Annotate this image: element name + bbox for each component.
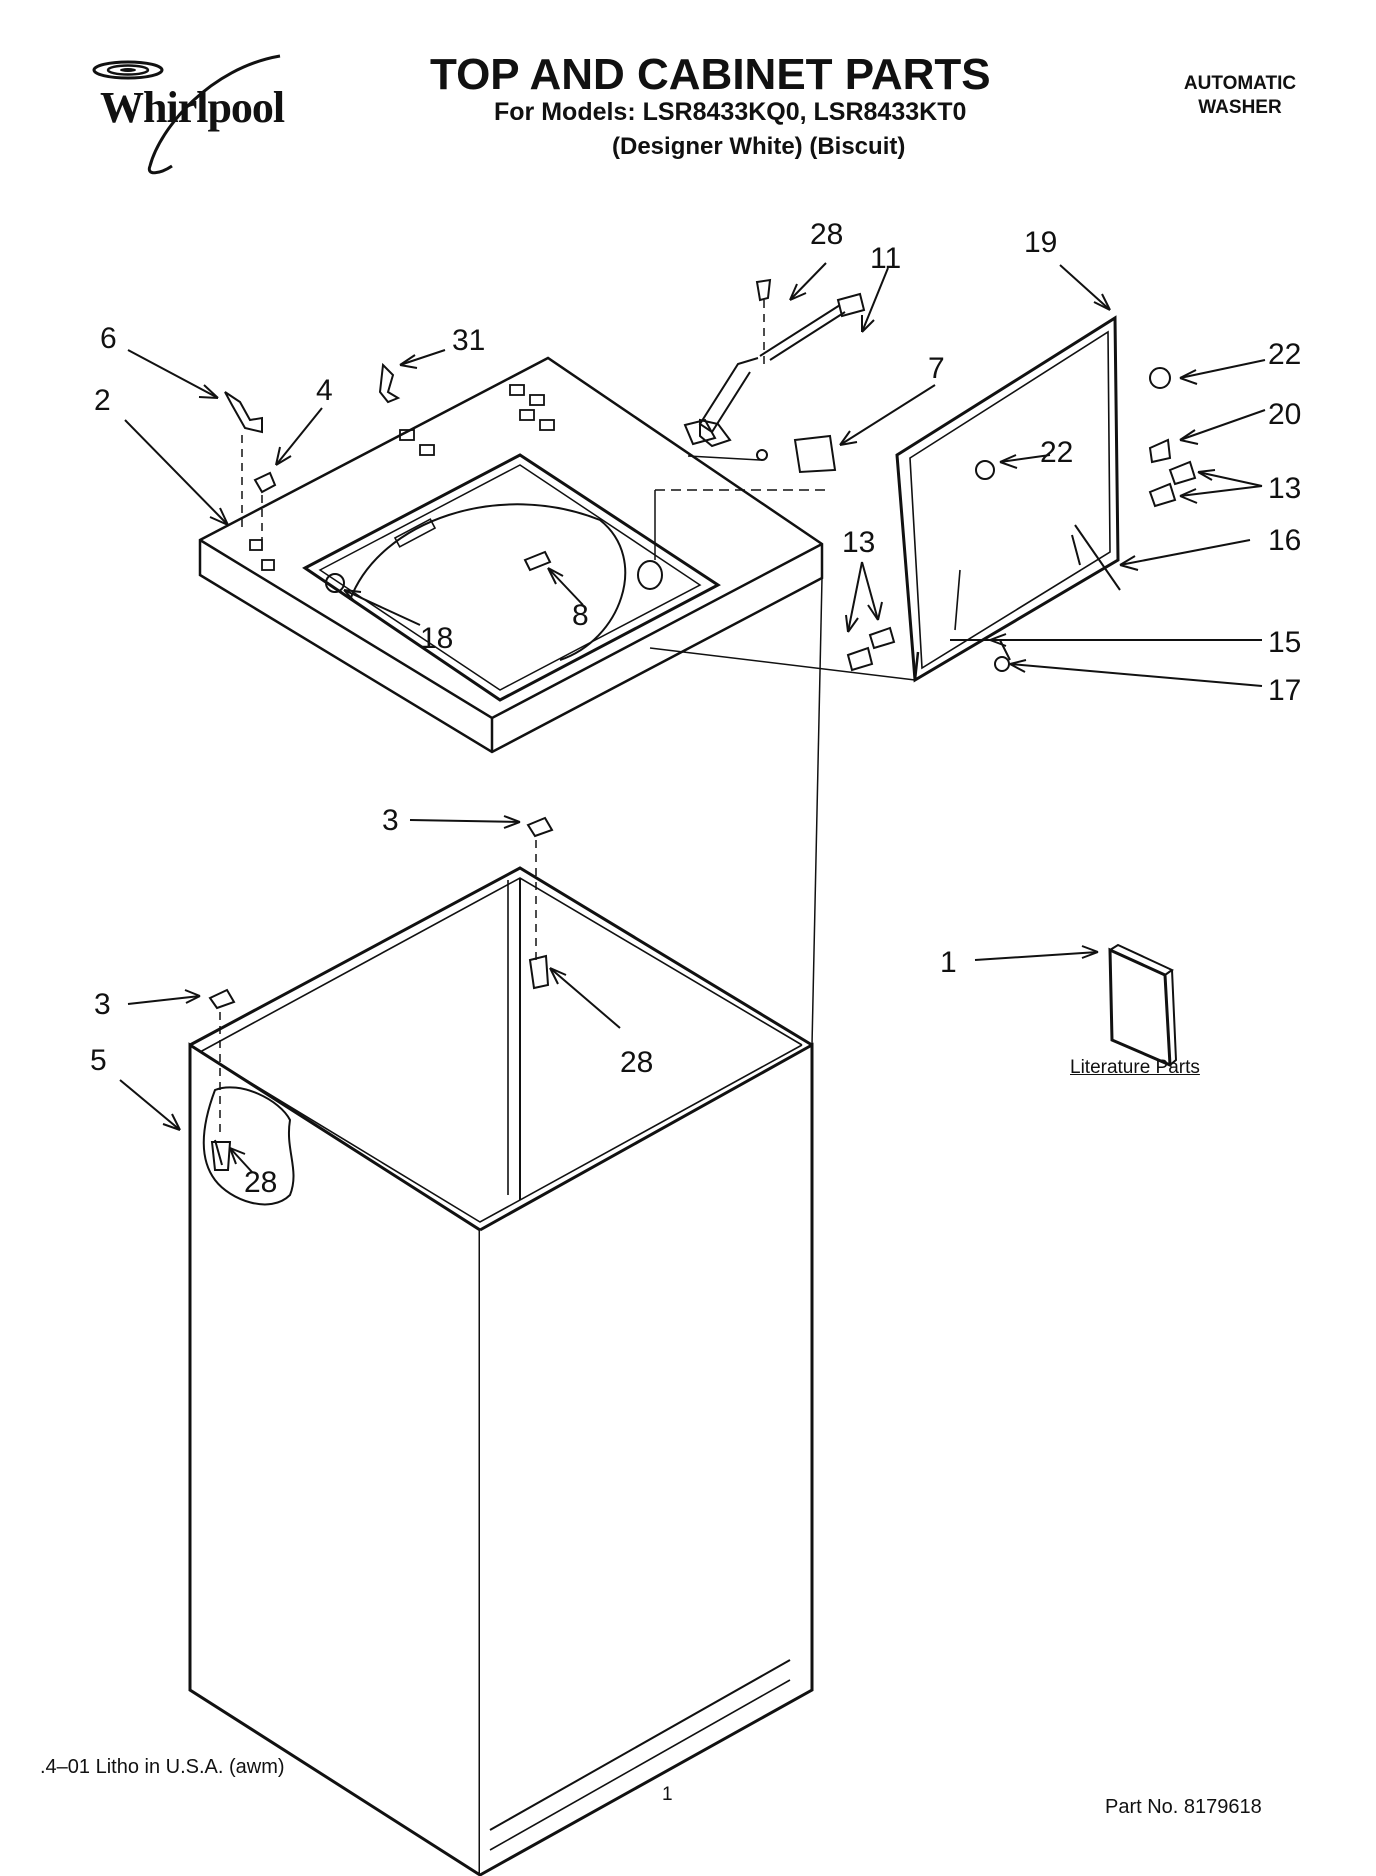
callout-6: 6 (100, 322, 117, 355)
callout-28-top: 28 (810, 218, 843, 251)
callout-5: 5 (90, 1044, 107, 1077)
callout-15: 15 (1268, 626, 1301, 659)
literature-parts-label: Literature Parts (1070, 1057, 1200, 1078)
part-number: Part No. 8179618 (1105, 1796, 1262, 1818)
callout-22-right: 22 (1268, 338, 1301, 371)
callout-1: 1 (940, 946, 957, 979)
callout-4: 4 (316, 374, 333, 407)
callout-2: 2 (94, 384, 111, 417)
leader-lines (119, 262, 1266, 1173)
callout-20: 20 (1268, 398, 1301, 431)
small-clips (224, 362, 401, 540)
product-type-line2: WASHER (1198, 97, 1282, 118)
callout-28-mid: 28 (620, 1046, 653, 1079)
callout-17: 17 (1268, 674, 1301, 707)
brand-wordmark: Whirlpool (100, 83, 285, 132)
finish-colors: (Designer White) (Biscuit) (612, 133, 906, 160)
top-panel (198, 356, 824, 754)
callout-19: 19 (1024, 226, 1057, 259)
callout-3-top: 3 (382, 804, 399, 837)
callout-31: 31 (452, 324, 485, 357)
product-type: AUTOMATIC WASHER (1160, 72, 1320, 120)
callout-13-left: 13 (842, 526, 875, 559)
callout-28-left: 28 (244, 1166, 277, 1199)
frame-hardware (649, 367, 1197, 681)
callout-11: 11 (870, 242, 901, 275)
callout-7: 7 (928, 352, 945, 385)
cabinet (188, 577, 823, 1876)
callout-3-left: 3 (94, 988, 111, 1021)
model-numbers: For Models: LSR8433KQ0, LSR8433KT0 (494, 98, 967, 126)
callout-22-center: 22 (1040, 436, 1073, 469)
whirlpool-logo (92, 54, 281, 175)
product-type-line1: AUTOMATIC (1183, 73, 1297, 94)
callout-18: 18 (420, 622, 453, 655)
callout-13-right: 13 (1268, 472, 1301, 505)
callout-16: 16 (1268, 524, 1301, 557)
callout-numbers: 1 2 3 3 4 5 6 7 8 11 13 13 15 16 17 18 1… (90, 218, 1301, 1199)
lid-switch-assembly (654, 278, 866, 560)
page-title: TOP AND CABINET PARTS (430, 50, 991, 99)
page-number: 1 (662, 1784, 673, 1805)
literature-parts (1108, 943, 1178, 1068)
print-info: .4–01 Litho in U.S.A. (awm) (40, 1756, 285, 1778)
callout-8: 8 (572, 599, 589, 632)
